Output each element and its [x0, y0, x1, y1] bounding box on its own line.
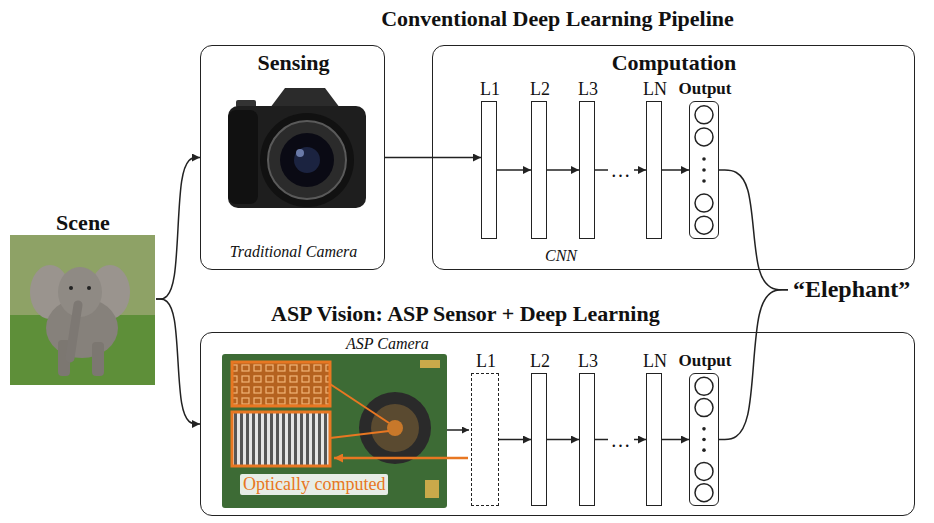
box-heading: Sensing	[257, 50, 329, 75]
scene-panel: Scene	[10, 210, 156, 388]
neuron-circle	[695, 398, 713, 416]
sensor-output-wire	[447, 429, 469, 431]
elephant-eye	[87, 286, 91, 290]
section-heading: ASP Vision: ASP Sensor + Deep Learning	[271, 301, 660, 326]
flow-connector	[385, 157, 481, 159]
layer-label: L3	[578, 79, 598, 100]
zoom-line	[330, 384, 389, 423]
sensor-lens	[359, 392, 431, 464]
layer-box: L3	[579, 373, 595, 506]
elephant-leg	[92, 342, 104, 376]
flow-connector	[547, 439, 579, 441]
layer-heading: Output	[679, 79, 732, 99]
camera-lens	[260, 113, 354, 207]
box-caption: CNN	[545, 247, 577, 265]
neuron-circle	[695, 462, 713, 480]
circuit-board	[222, 354, 447, 508]
camera-grip	[228, 110, 258, 204]
ellipsis-label: …	[608, 160, 634, 180]
stage-box: SensingTraditional Camera	[200, 45, 385, 270]
board-component	[420, 360, 440, 368]
result-text: “Elephant”	[793, 276, 910, 304]
panel-heading: Scene	[56, 210, 110, 235]
sensor-lens	[371, 404, 419, 452]
layer-box: L2	[531, 101, 547, 239]
ellipsis-dot	[702, 179, 706, 183]
flow-connector	[499, 439, 531, 441]
camera-lens	[294, 147, 320, 173]
layer-box: L2	[531, 373, 547, 506]
layer-label: L3	[578, 351, 598, 372]
neuron-circle	[695, 194, 713, 212]
neuron-circle	[695, 483, 713, 501]
layer-box: L3	[579, 101, 595, 239]
ellipsis-dot	[702, 168, 706, 172]
neuron-circle	[695, 127, 713, 145]
layer-label: L2	[530, 351, 550, 372]
layer-box: LN	[646, 373, 662, 506]
camera-lens	[268, 121, 346, 199]
ellipsis-dot	[702, 437, 706, 441]
lens-highlight	[296, 149, 304, 157]
result-label: “Elephant”	[788, 274, 915, 306]
layer-box: LN	[646, 101, 662, 239]
annotation-text: Optically computed	[240, 474, 388, 495]
layer-box: L1	[481, 101, 497, 239]
ellipsis-dot	[702, 427, 706, 431]
asp-sensor	[387, 420, 403, 436]
flow-connector	[497, 169, 531, 171]
elephant-eye	[69, 286, 73, 290]
layer-label: L1	[476, 351, 496, 372]
layer-label: LN	[643, 351, 667, 372]
output-layer: Output	[689, 101, 719, 239]
elephant-trunk	[70, 305, 78, 358]
neuron-circle	[695, 216, 713, 234]
optical-arrow	[334, 457, 468, 460]
flow-connector	[156, 299, 200, 424]
elephant-body	[46, 298, 118, 358]
neuron-circle	[695, 105, 713, 123]
layer-heading: Output	[679, 351, 732, 371]
board-component	[425, 480, 439, 498]
ellipsis-dot	[702, 157, 706, 161]
neuron-column	[689, 101, 719, 239]
neuron-column	[689, 373, 719, 506]
camera-body	[228, 106, 366, 208]
ellipsis-dot	[702, 448, 706, 452]
flow-connector	[156, 158, 200, 300]
sensor-closeup	[232, 362, 330, 406]
neuron-circle	[695, 377, 713, 395]
output-layer: Output	[689, 373, 719, 506]
filter-closeup	[232, 412, 330, 466]
diagram-title: Conventional Deep Learning Pipeline	[200, 6, 915, 31]
zoom-line	[330, 431, 389, 438]
flow-connector	[662, 169, 689, 171]
layer-label: L1	[480, 79, 500, 100]
flow-connector	[662, 439, 689, 441]
layer-label: LN	[643, 79, 667, 100]
flow-connector	[719, 170, 788, 290]
ellipsis-label: …	[608, 430, 634, 450]
box-heading: Computation	[612, 50, 737, 75]
box-caption: ASP Camera	[346, 335, 429, 353]
camera-prism	[270, 88, 340, 108]
flow-connector	[547, 169, 579, 171]
camera-lens	[280, 133, 334, 187]
layer-label: L2	[530, 79, 550, 100]
box-caption: Traditional Camera	[230, 243, 358, 261]
optical-layer-box: L1	[471, 373, 499, 506]
stage-box: ComputationCNNL1L2L3LNOutput	[432, 45, 915, 270]
